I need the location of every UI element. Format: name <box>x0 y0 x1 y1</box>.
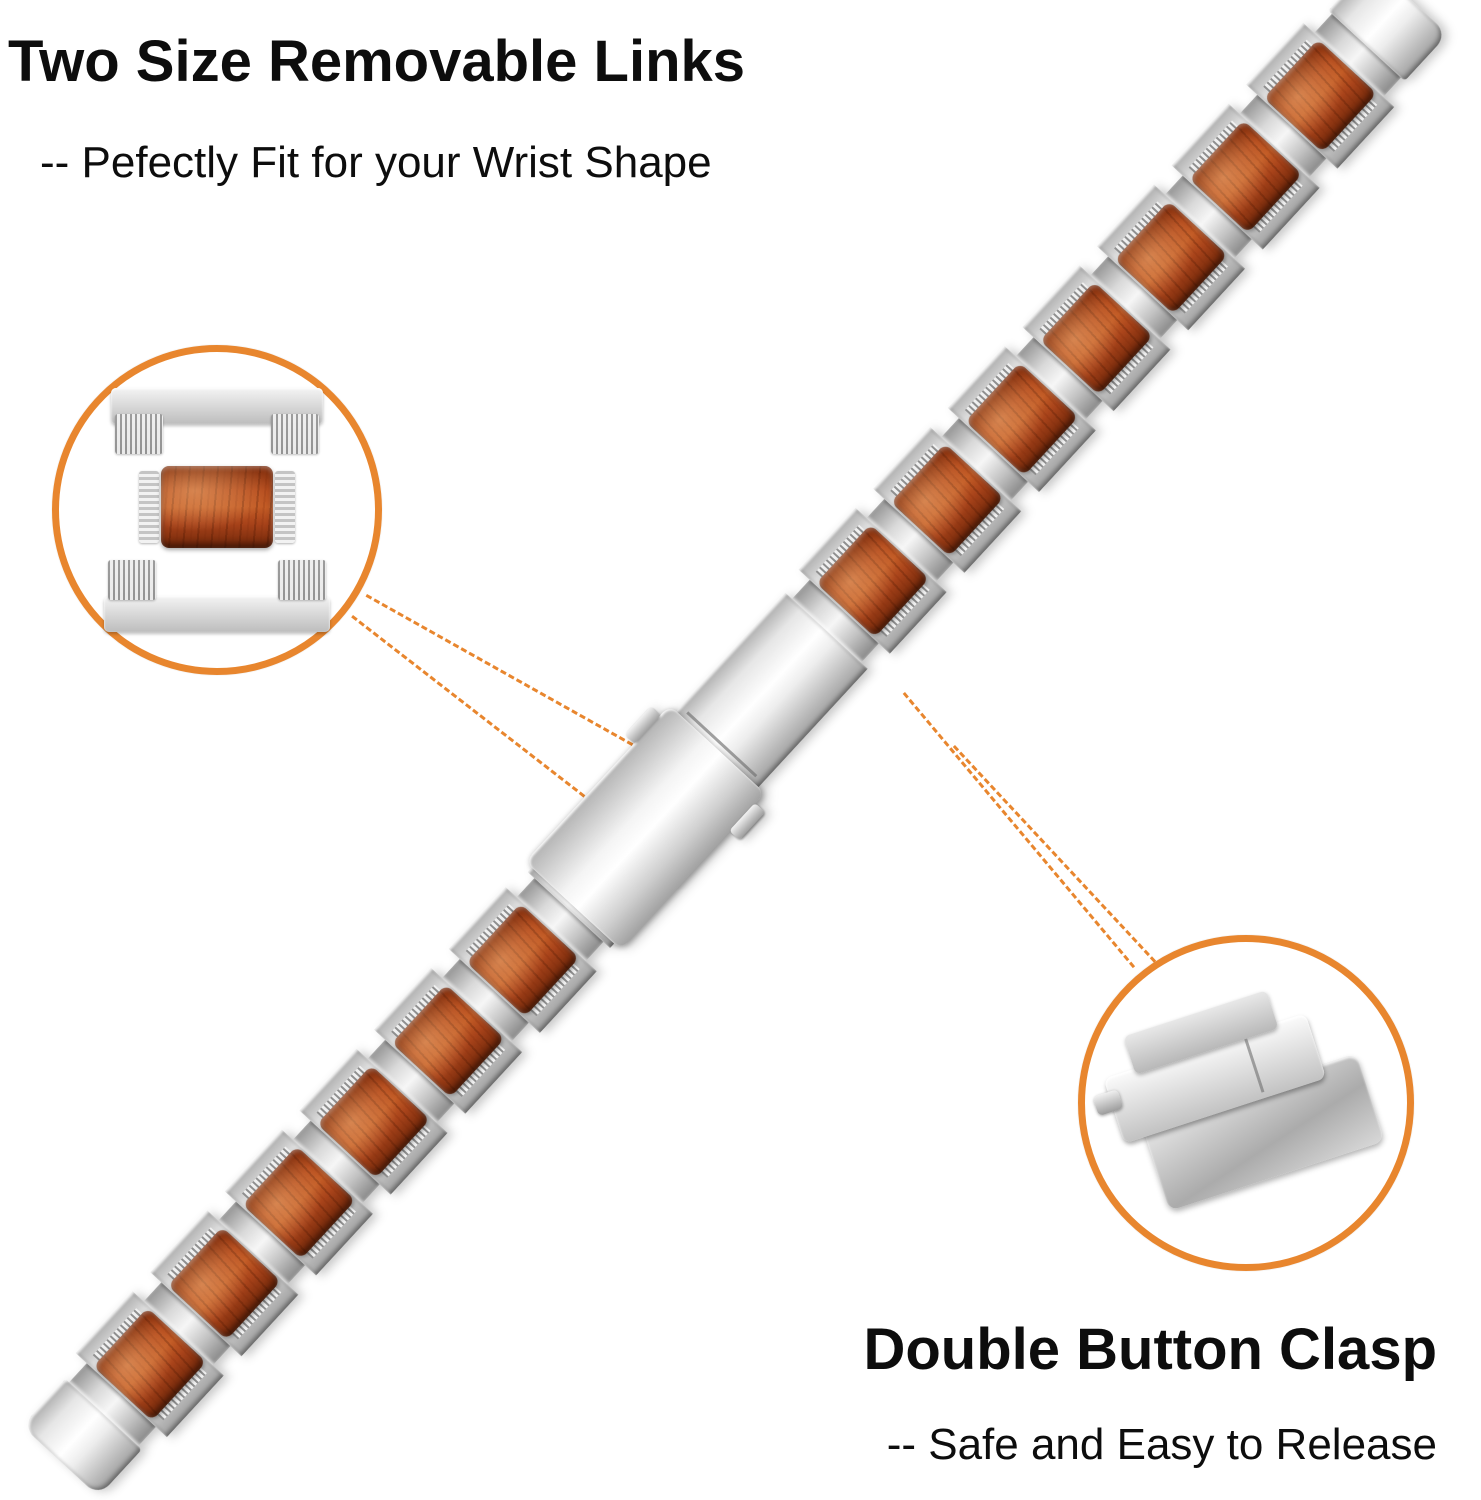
clasp-zoom-graphic <box>1088 962 1404 1243</box>
link-bracket-bottom <box>104 560 330 632</box>
wood-inlay-detail <box>161 466 273 548</box>
bracket-leg-left <box>108 560 156 600</box>
bracket-leg-left <box>115 414 163 454</box>
link-steel-cap-left <box>139 471 159 543</box>
link-bracket-top <box>111 388 323 454</box>
subheadline-wrist-fit: -- Pefectly Fit for your Wrist Shape <box>40 138 712 187</box>
subheadline-easy-release: -- Safe and Easy to Release <box>886 1420 1437 1469</box>
headline-double-button-clasp: Double Button Clasp <box>863 1317 1437 1382</box>
headline-removable-links: Two Size Removable Links <box>8 29 746 94</box>
bracket-leg-right <box>278 560 326 600</box>
clasp-section <box>525 592 868 950</box>
callout-removable-link <box>52 345 382 675</box>
watch-band <box>15 0 1456 1500</box>
bracket-bar <box>104 596 330 632</box>
link-steel-cap-right <box>275 471 295 543</box>
bracket-leg-right <box>271 414 319 454</box>
dash-line-clasp-1 <box>902 692 1136 969</box>
callout-clasp <box>1078 935 1414 1271</box>
removable-wood-link <box>139 466 295 548</box>
dash-line-clasp-2 <box>952 745 1187 996</box>
